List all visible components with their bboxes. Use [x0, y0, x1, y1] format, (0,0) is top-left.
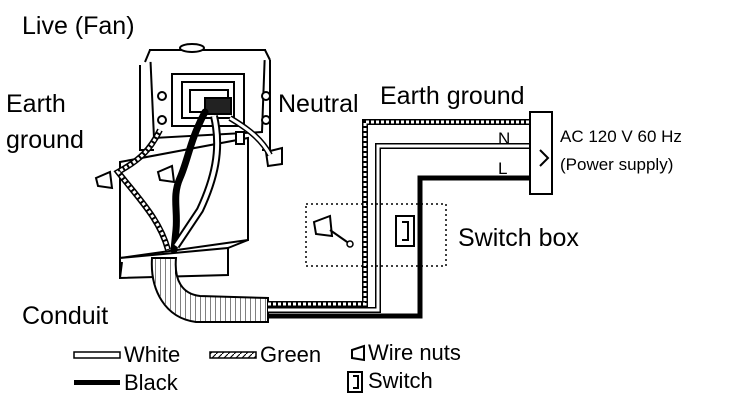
label-switch-box: Switch box	[458, 224, 579, 252]
legend-white: White	[124, 342, 181, 367]
wire-nut-icon	[351, 344, 365, 362]
legend-green: Green	[260, 342, 322, 367]
legend-wire-nuts: Wire nuts	[368, 340, 461, 365]
label-earth-ground: Earth ground	[380, 82, 525, 110]
wiring-compartment	[119, 131, 249, 280]
label-n: N	[498, 129, 511, 148]
label-l: L	[498, 159, 508, 178]
label-live-fan: Live (Fan)	[22, 12, 135, 40]
switch-icon	[395, 215, 415, 247]
label-neutral: Neutral	[278, 90, 359, 118]
terminal-block-icon	[529, 111, 553, 195]
legend-swatches	[73, 344, 365, 393]
conduit-icon	[150, 257, 269, 323]
legend-switch: Switch	[368, 368, 433, 393]
black-wire-fan	[170, 108, 209, 254]
label-ground-left: ground	[6, 126, 84, 154]
label-earth-left: Earth	[6, 90, 66, 118]
switch-box-outline	[305, 203, 447, 267]
label-ac-supply: AC 120 V 60 Hz	[560, 127, 682, 146]
conduit-wires	[268, 119, 530, 319]
wire-nut-icon	[312, 214, 334, 238]
label-power-supply: (Power supply)	[560, 155, 674, 174]
switch-icon	[347, 371, 363, 393]
legend-black: Black	[124, 370, 178, 395]
fan-housing-icon	[139, 43, 271, 151]
label-conduit: Conduit	[22, 302, 109, 330]
